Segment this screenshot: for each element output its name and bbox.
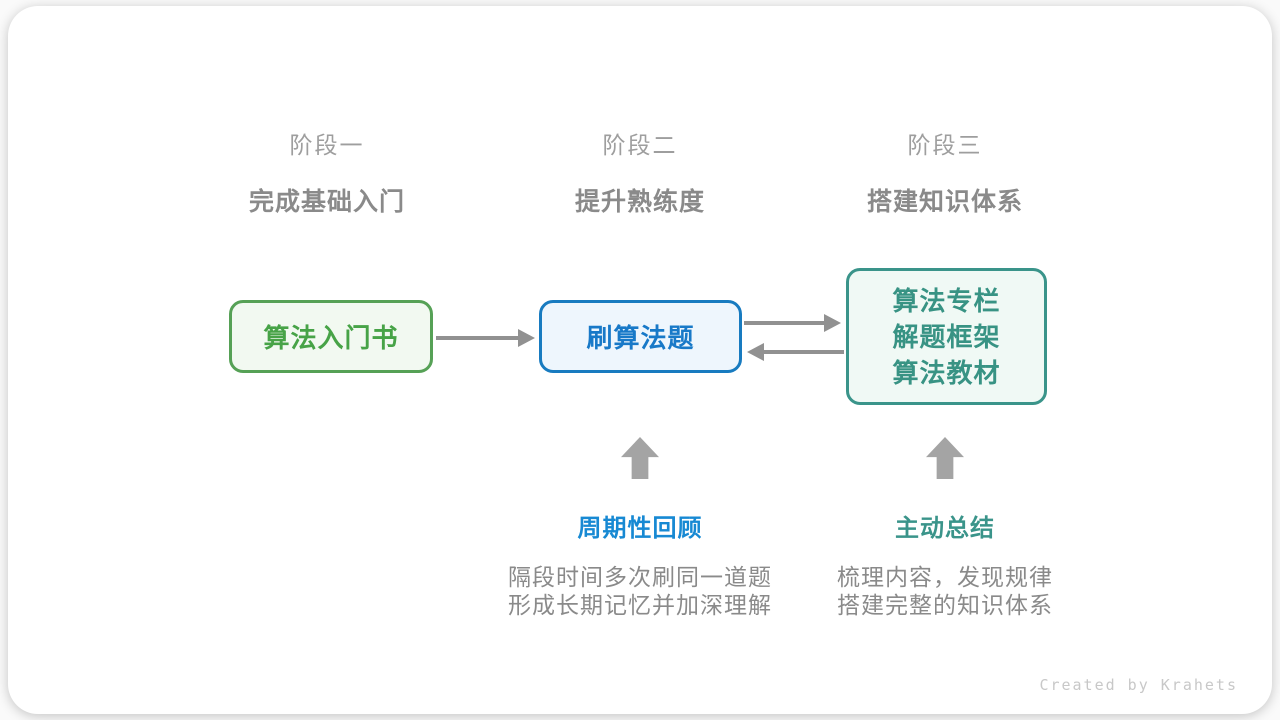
stage-2-label: 阶段二 — [602, 132, 678, 158]
arrow-up-icon — [621, 437, 659, 479]
arrowhead-left-icon — [747, 343, 764, 361]
stage-1-subtitle: 完成基础入门 — [248, 188, 405, 216]
node-resource-line-3: 算法教材 — [892, 357, 1001, 388]
stage-1-label: 阶段一 — [289, 132, 365, 158]
arrow-left-icon — [747, 343, 844, 361]
annotation-desc-line-2: 形成长期记忆并加深理解 — [508, 592, 772, 618]
stage-column-1: 阶段一 完成基础入门 — [167, 126, 487, 218]
annotation-active-summary: 主动总结 梳理内容，发现规律 搭建完整的知识体系 — [775, 508, 1115, 619]
arrow-right-icon — [744, 314, 841, 332]
stage-column-3: 阶段三 搭建知识体系 — [785, 126, 1105, 218]
arrow-up-icon — [926, 437, 964, 479]
node-resource-line-2: 解题框架 — [892, 321, 1001, 352]
annotation-description: 隔段时间多次刷同一道题 形成长期记忆并加深理解 — [470, 563, 810, 619]
annotation-desc-line-2: 搭建完整的知识体系 — [837, 592, 1053, 618]
stage-3-label: 阶段三 — [907, 132, 983, 158]
node-intro-book-label: 算法入门书 — [263, 323, 399, 353]
credit-text: Created by Krahets — [1039, 676, 1238, 694]
arrowhead-right-icon — [824, 314, 841, 332]
node-resource-line-1: 算法专栏 — [892, 285, 1001, 316]
annotation-desc-line-1: 梳理内容，发现规律 — [837, 564, 1053, 590]
node-intro-book: 算法入门书 — [229, 300, 433, 373]
annotation-title: 周期性回顾 — [577, 515, 703, 542]
arrow-right-icon — [436, 329, 535, 347]
node-practice-problems: 刷算法题 — [539, 300, 742, 373]
arrowhead-right-icon — [518, 329, 535, 347]
stage-2-subtitle: 提升熟练度 — [574, 188, 705, 216]
annotation-desc-line-1: 隔段时间多次刷同一道题 — [508, 564, 772, 590]
node-knowledge-resources: 算法专栏 解题框架 算法教材 — [846, 268, 1047, 405]
annotation-description: 梳理内容，发现规律 搭建完整的知识体系 — [775, 563, 1115, 619]
annotation-title: 主动总结 — [895, 515, 995, 542]
stage-column-2: 阶段二 提升熟练度 — [480, 126, 800, 218]
stage-3-subtitle: 搭建知识体系 — [866, 188, 1023, 216]
node-practice-problems-label: 刷算法题 — [586, 323, 695, 353]
annotation-periodic-review: 周期性回顾 隔段时间多次刷同一道题 形成长期记忆并加深理解 — [470, 508, 810, 619]
